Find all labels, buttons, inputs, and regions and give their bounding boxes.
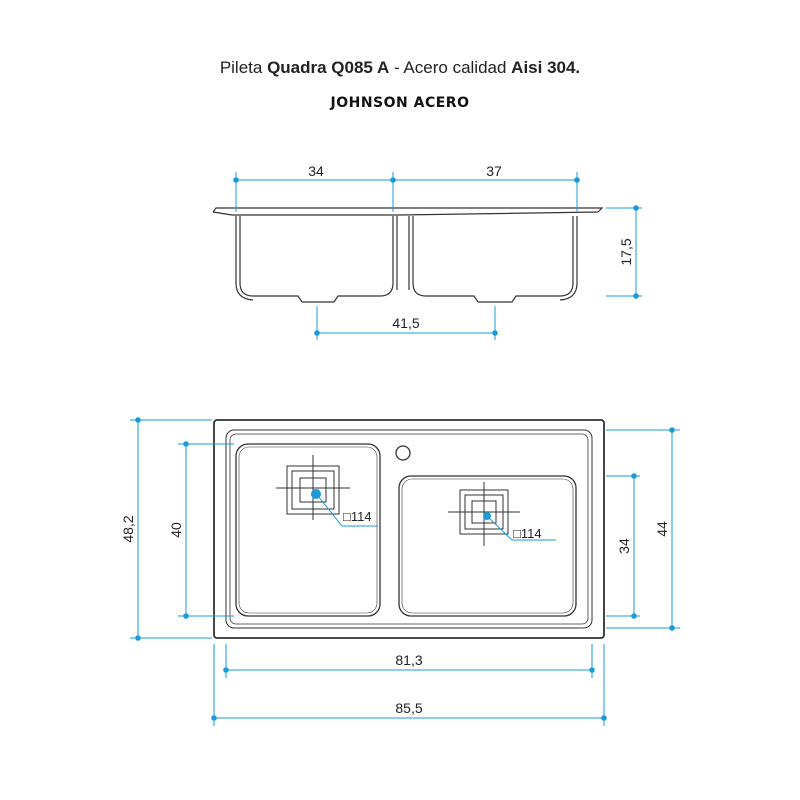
dim-left-bowl-depth: 40 [168, 522, 184, 538]
side-view [212, 207, 604, 303]
dim-inner-depth: 44 [654, 521, 670, 537]
side-view-dimensions [233, 172, 642, 340]
dim-inner-width: 81,3 [395, 652, 422, 668]
dim-right-bowl-width: 37 [486, 163, 502, 179]
page-title: Pileta Quadra Q085 A - Acero calidad Ais… [219, 58, 581, 77]
dim-total-width: 85,5 [395, 700, 422, 716]
dim-left-bowl-width: 34 [308, 163, 324, 179]
drain-right-icon [448, 482, 520, 546]
dim-total-depth: 48,2 [120, 515, 136, 542]
drain-left-icon [276, 455, 350, 520]
dim-drain-spacing: 41,5 [392, 315, 419, 331]
top-view-dimensions [130, 417, 680, 726]
brand-name: JOHNSON ACERO [330, 95, 470, 111]
drain-left-label: □114 [343, 509, 372, 524]
drain-left-leader [317, 495, 378, 527]
top-view [213, 419, 605, 639]
drain-right-label: □114 [513, 526, 542, 541]
dim-right-bowl-depth: 34 [616, 538, 632, 554]
dim-bowl-depth: 17,5 [618, 238, 634, 265]
drain-right-leader [488, 517, 556, 541]
